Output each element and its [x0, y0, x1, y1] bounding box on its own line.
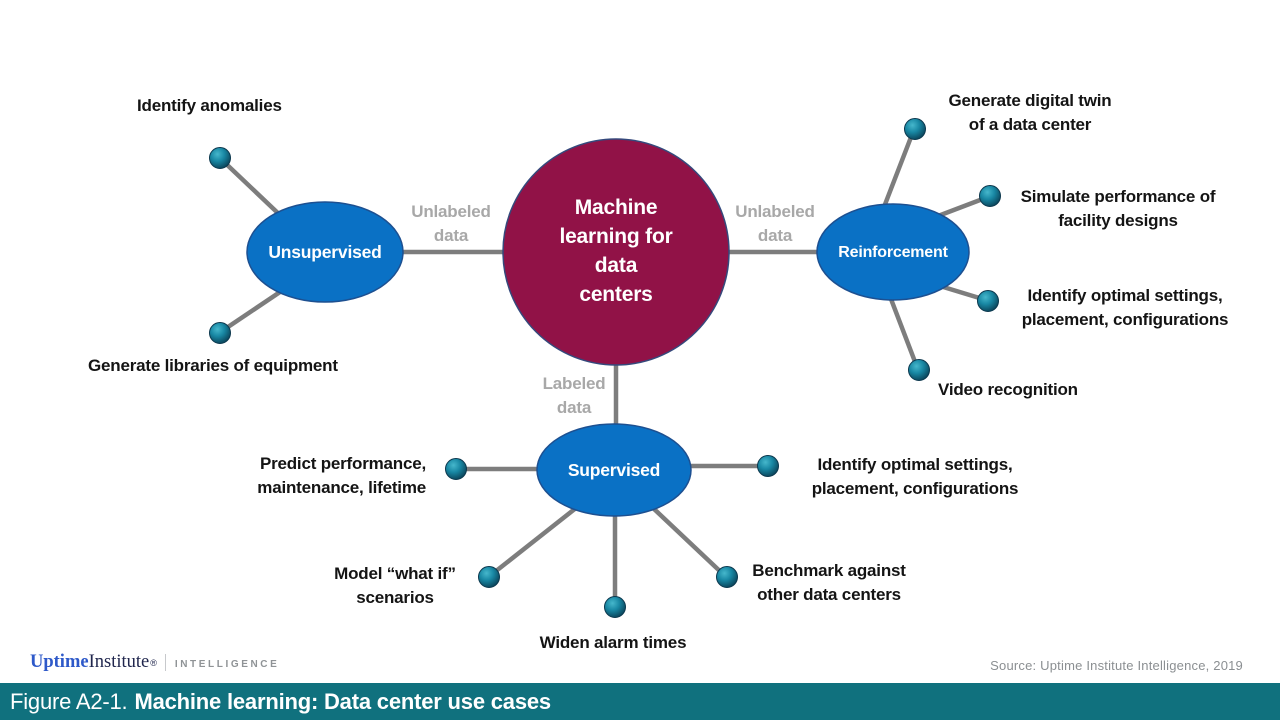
leaf-label-digital-twin: Generate digital twin of a data center	[948, 91, 1112, 134]
dot-identify-optimal-reinforcement	[977, 290, 999, 312]
dot-simulate-performance	[979, 185, 1001, 207]
leaf-label-identify-optimal-reinforcement: Identify optimal settings, placement, co…	[1021, 286, 1229, 329]
figure-number: Figure A2-1.	[10, 688, 128, 714]
source-attribution: Source: Uptime Institute Intelligence, 2…	[990, 658, 1243, 673]
reinforcement-node-label: Reinforcement	[838, 244, 948, 261]
dot-digital-twin	[904, 118, 926, 140]
logo-institute-text: Institute	[88, 652, 150, 672]
leaf-dots	[209, 118, 1001, 618]
dot-model-what-if	[478, 566, 500, 588]
supervised-node-ellipse	[536, 423, 692, 517]
dot-benchmark	[716, 566, 738, 588]
logo-divider	[164, 654, 166, 671]
dot-predict-performance	[445, 458, 467, 480]
reinforcement-node-ellipse	[816, 203, 970, 301]
unsupervised-node-label: Unsupervised	[268, 242, 382, 262]
leaf-label-identify-anomalies: Identify anomalies	[137, 96, 282, 115]
leaf-label-generate-libraries: Generate libraries of equipment	[88, 356, 338, 375]
unsupervised-node-ellipse	[246, 201, 404, 303]
dot-video-recognition	[908, 359, 930, 381]
connector-unsupervised-libraries	[220, 288, 285, 333]
figure-caption-bar: Figure A2-1. Machine learning: Data cent…	[0, 683, 1280, 720]
link-label-labeled-data: Labeled data	[542, 374, 606, 417]
connector-reinforcement-digital-twin	[881, 131, 916, 208]
leaf-label-video-recognition: Video recognition	[938, 380, 1078, 399]
dot-widen-alarm	[604, 596, 626, 618]
connector-lines	[220, 131, 989, 605]
center-node-circle	[502, 138, 730, 366]
dot-identify-optimal-supervised	[757, 455, 779, 477]
link-label-unlabeled-data-right: Unlabeled data	[735, 202, 815, 245]
connector-supervised-model	[489, 506, 578, 577]
leaf-label-simulate-performance: Simulate performance of facility designs	[1020, 187, 1216, 230]
registered-mark-icon: ®	[150, 657, 157, 668]
leaf-label-identify-optimal-supervised: Identify optimal settings, placement, co…	[811, 455, 1019, 498]
leaf-label-widen-alarm: Widen alarm times	[539, 633, 687, 652]
logo-intelligence-text: INTELLIGENCE	[174, 658, 280, 670]
figure-title: Machine learning: Data center use cases	[134, 688, 551, 714]
dot-generate-libraries	[209, 322, 231, 344]
leaf-label-benchmark: Benchmark against other data centers	[752, 561, 906, 604]
logo-uptime-text: Uptime	[30, 652, 89, 672]
connector-reinforcement-simulate	[937, 194, 989, 219]
link-label-unlabeled-data-left: Unlabeled data	[411, 202, 491, 245]
leaf-label-model-what-if: Model “what if” scenarios	[334, 564, 456, 607]
connector-reinforcement-video	[888, 298, 920, 368]
supervised-node-label: Supervised	[567, 460, 661, 480]
center-node-label: Machine learning for data centers	[559, 196, 673, 306]
connector-unsupervised-anomalies	[220, 158, 283, 218]
leaf-label-predict-performance: Predict performance, maintenance, lifeti…	[257, 454, 426, 497]
connector-supervised-benchmark	[651, 506, 726, 577]
dot-identify-anomalies	[209, 147, 231, 169]
